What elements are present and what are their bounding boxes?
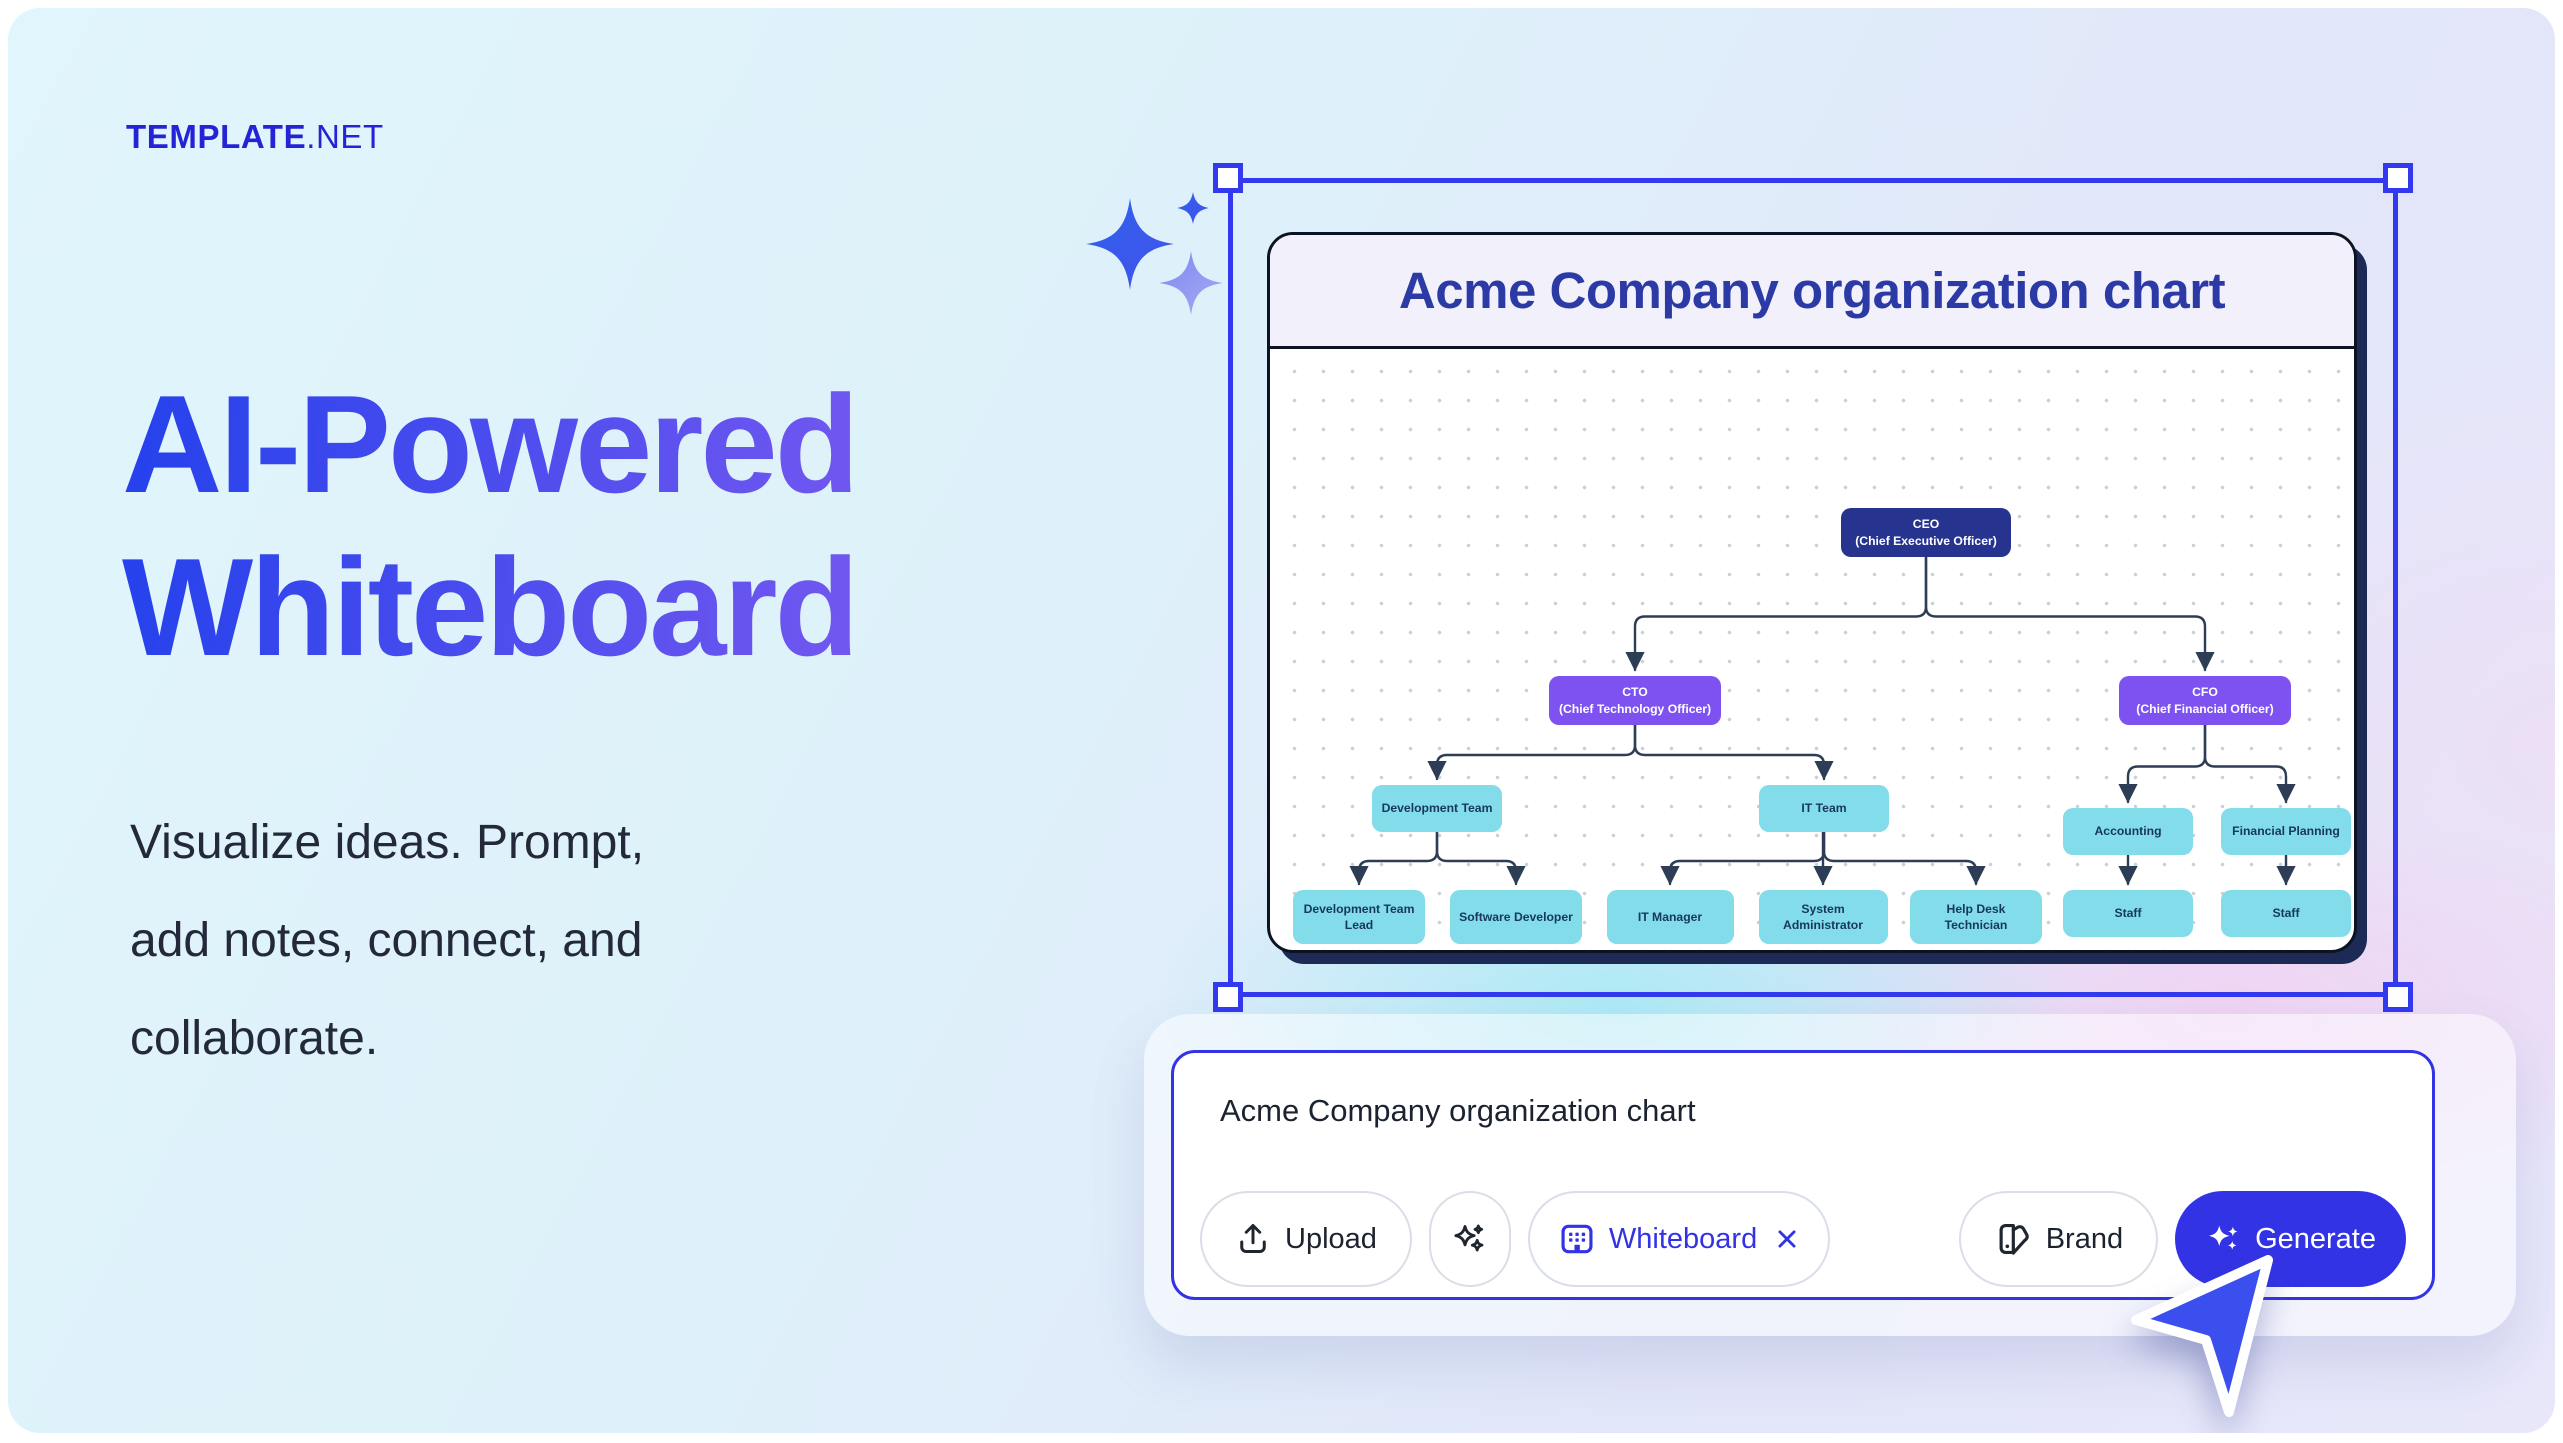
org-node-label: System Administrator xyxy=(1783,901,1863,932)
brand-label: Brand xyxy=(2045,1222,2124,1255)
background-gradient: TEMPLATE.NET AI-Powered Whiteboard Visua… xyxy=(8,8,2555,1433)
org-node-system_administrator[interactable]: System Administrator xyxy=(1758,890,1888,944)
prompt-panel: Acme Company organization chart Upload xyxy=(1144,1014,2516,1336)
org-node-accounting[interactable]: Accounting xyxy=(2063,808,2193,855)
whiteboard-header: Acme Company organization chart xyxy=(1270,235,2354,349)
ai-sparkles-button[interactable] xyxy=(1428,1191,1511,1287)
prompt-input-box[interactable]: Acme Company organization chart Upload xyxy=(1171,1050,2435,1300)
sparkles-icon xyxy=(1454,1224,1484,1252)
logo-bold-part: TEMPLATE xyxy=(126,118,307,155)
whiteboard-chip-label: Whiteboard xyxy=(1608,1222,1758,1255)
brand-swatch-icon xyxy=(1999,1223,2029,1255)
org-node-ceo[interactable]: CEO(Chief Executive Officer) xyxy=(1841,508,2011,557)
cursor-pointer-icon xyxy=(2131,1255,2273,1417)
selection-handle-top-left[interactable] xyxy=(1213,163,1243,193)
org-node-sublabel: (Chief Financial Officer) xyxy=(2136,701,2274,716)
org-node-sublabel: (Chief Technology Officer) xyxy=(1558,701,1712,716)
whiteboard-body: CEO(Chief Executive Officer) CTO(Chief Te… xyxy=(1270,349,2354,950)
generate-sparkles-icon xyxy=(2209,1225,2238,1250)
org-node-staff_financial_planning[interactable]: Staff xyxy=(2221,890,2351,937)
org-node-help_desk_technician[interactable]: Help Desk Technician xyxy=(1910,890,2042,944)
upload-button[interactable]: Upload xyxy=(1200,1191,1412,1287)
org-node-label: CEO xyxy=(1912,517,1940,532)
org-node-it_team[interactable]: IT Team xyxy=(1759,785,1889,832)
whiteboard-title: Acme Company organization chart xyxy=(1398,262,2226,319)
org-node-label: Staff xyxy=(2272,906,2300,921)
generate-button[interactable]: Generate xyxy=(2175,1191,2406,1287)
page-subtitle: Visualize ideas. Prompt, add notes, conn… xyxy=(130,816,645,1065)
org-node-label: Development Team Lead xyxy=(1303,901,1415,932)
org-node-sublabel: (Chief Executive Officer) xyxy=(1855,533,1997,548)
org-node-label: Software Developer xyxy=(1459,909,1573,924)
org-node-staff_accounting[interactable]: Staff xyxy=(2063,890,2193,937)
org-node-financial_planning[interactable]: Financial Planning xyxy=(2221,808,2351,855)
selection-handle-bottom-left[interactable] xyxy=(1213,982,1243,1012)
sparkle-decoration-icon xyxy=(1086,192,1223,315)
brand-button[interactable]: Brand xyxy=(1958,1191,2159,1287)
selection-handle-bottom-right[interactable] xyxy=(2383,982,2413,1012)
generate-label: Generate xyxy=(2255,1222,2376,1255)
org-node-dev_team_lead[interactable]: Development Team Lead xyxy=(1293,890,1425,944)
page-title: AI-Powered Whiteboard xyxy=(122,364,857,689)
org-node-label: CFO xyxy=(2192,685,2218,700)
org-chart-connectors xyxy=(1349,555,2296,886)
whiteboard-card[interactable]: Acme Company organization chart CEO(Chie… xyxy=(1267,232,2357,953)
org-node-cfo[interactable]: CFO(Chief Financial Officer) xyxy=(2119,676,2291,725)
org-node-label: IT Manager xyxy=(1637,909,1703,924)
logo-light-part: .NET xyxy=(306,118,384,155)
page-title-line1: AI-Powered xyxy=(122,367,857,522)
whiteboard-chip[interactable]: Whiteboard xyxy=(1527,1191,1831,1287)
org-node-it_manager[interactable]: IT Manager xyxy=(1606,890,1734,944)
close-icon[interactable] xyxy=(1774,1226,1800,1252)
org-node-label: Development Team xyxy=(1381,801,1493,816)
org-node-label: Accounting xyxy=(2094,824,2162,839)
org-node-label: CTO xyxy=(1622,685,1648,700)
org-node-label: Help Desk Technician xyxy=(1944,901,2008,932)
whiteboard-grid-icon xyxy=(1561,1224,1593,1254)
org-node-cto[interactable]: CTO(Chief Technology Officer) xyxy=(1549,676,1721,725)
prompt-actions: Upload xyxy=(1200,1191,2406,1287)
org-node-label: Staff xyxy=(2114,906,2142,921)
org-node-label: Financial Planning xyxy=(2232,824,2340,839)
selection-handle-top-right[interactable] xyxy=(2383,163,2413,193)
upload-icon xyxy=(1240,1224,1266,1253)
template-net-logo: TEMPLATE.NET xyxy=(126,118,384,156)
org-node-dev_team[interactable]: Development Team xyxy=(1372,785,1502,832)
org-node-software_developer[interactable]: Software Developer xyxy=(1450,890,1582,944)
selection-frame xyxy=(1213,163,2413,1012)
upload-label: Upload xyxy=(1285,1222,1377,1255)
org-node-label: IT Team xyxy=(1801,801,1847,816)
page-title-line2: Whiteboard xyxy=(122,529,857,685)
prompt-input[interactable]: Acme Company organization chart xyxy=(1220,1093,1696,1128)
